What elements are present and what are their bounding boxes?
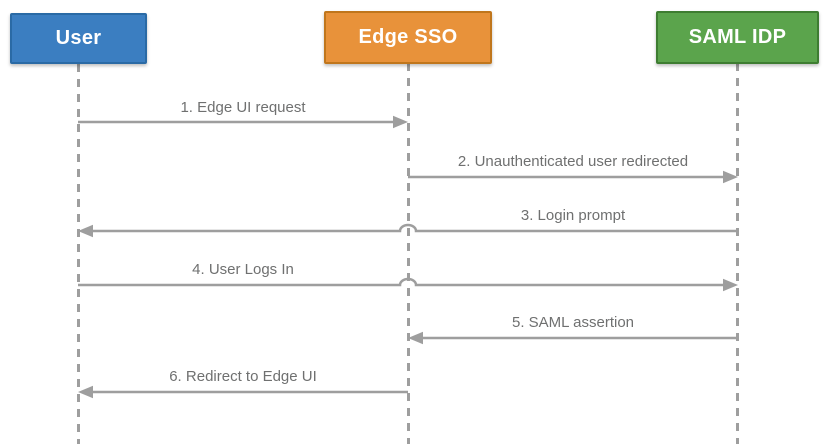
message-label-5: 5. SAML assertion bbox=[512, 314, 634, 331]
actor-box-saml-idp: SAML IDP bbox=[656, 11, 819, 64]
message-arrow-6 bbox=[78, 385, 408, 399]
message-arrow-4 bbox=[78, 277, 738, 292]
message-label-6: 6. Redirect to Edge UI bbox=[169, 368, 317, 385]
actor-label-edge-sso: Edge SSO bbox=[358, 26, 458, 48]
message-arrow-2 bbox=[408, 170, 738, 184]
actor-label-user: User bbox=[55, 27, 102, 49]
message-arrow-3 bbox=[78, 223, 738, 238]
actor-box-edge-sso: Edge SSO bbox=[324, 11, 492, 64]
message-label-1: 1. Edge UI request bbox=[180, 99, 306, 116]
message-label-3: 3. Login prompt bbox=[520, 207, 626, 224]
actor-label-saml-idp: SAML IDP bbox=[688, 26, 787, 48]
message-arrow-5 bbox=[408, 331, 738, 345]
actor-box-user: User bbox=[10, 13, 147, 64]
message-label-4: 4. User Logs In bbox=[192, 261, 294, 278]
message-arrow-1 bbox=[78, 115, 408, 129]
message-label-2: 2. Unauthenticated user redirected bbox=[457, 153, 689, 170]
